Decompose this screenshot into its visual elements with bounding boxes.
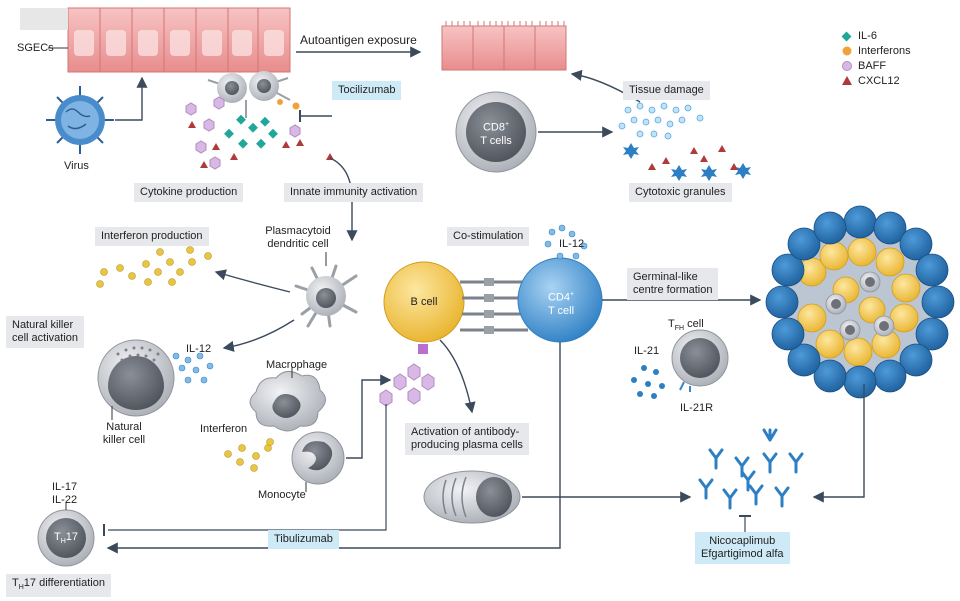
interferon-production-label: Interferon production [95, 227, 209, 246]
macrophage-label: Macrophage [266, 359, 328, 371]
cd4-label: CD4+T cell [547, 291, 575, 317]
il22-label: IL-22 [52, 494, 78, 506]
virus-arrow [115, 76, 148, 121]
natural-killer-cell [97, 339, 175, 420]
il21-dots [631, 365, 665, 399]
il21-label: IL-21 [634, 345, 660, 357]
th17-cell [37, 502, 95, 567]
monocyte [291, 431, 345, 492]
il17-label: IL-17 [52, 481, 78, 493]
germinal-centre-cluster [765, 205, 955, 399]
plasma-activation-arrow [439, 339, 476, 414]
interferon-label: Interferon [200, 423, 248, 435]
il12-left-label: IL-12 [186, 343, 212, 355]
germinal-antibody-arrow [812, 384, 865, 503]
sgecs-label: SGECs [17, 42, 54, 54]
tocilizumab-label: Tocilizumab [332, 81, 402, 100]
sgec-epithelium [20, 7, 291, 73]
legend-il6-icon [841, 31, 852, 42]
co-stimulation-label: Co-stimulation [447, 227, 530, 246]
cytotoxic-granules-label: Cytotoxic granules [629, 183, 732, 202]
plasma-cell [423, 470, 521, 524]
il12-arrow [222, 319, 295, 352]
legend-shapes [841, 31, 852, 85]
tibulizumab-label: Tibulizumab [268, 530, 339, 549]
cd8-tcell [455, 91, 537, 173]
legend-interferons-icon [842, 46, 852, 56]
baff-receptor [418, 344, 428, 354]
virus-label: Virus [64, 160, 89, 172]
il12-dots-left [166, 352, 214, 384]
cytotoxic-granules [618, 102, 751, 181]
monocyte-arrow [346, 374, 392, 459]
b-cell [383, 261, 465, 343]
plasma-activation-label: Activation of antibody-producing plasma … [405, 423, 529, 455]
plasmacytoid-dendritic-cell [294, 252, 358, 328]
virus-icon [46, 86, 114, 154]
legend-cxcl12-icon [842, 76, 852, 85]
cytokine-scatter [185, 96, 334, 170]
il21r-label: IL-21R [680, 402, 714, 414]
damaged-epithelium [441, 21, 567, 71]
interferon-arrow [214, 269, 291, 293]
monocyte-label: Monocyte [258, 489, 306, 501]
legend-interferons-label: Interferons [858, 45, 911, 57]
interferon-dots [96, 246, 212, 288]
antibody-icons [698, 428, 804, 510]
innate-immunity-label: Innate immunity activation [284, 183, 424, 202]
autoantigen-label: Autoantigen exposure [300, 33, 417, 47]
cd8-label: CD8+T cells [480, 121, 512, 147]
th17-differentiation-arrow [106, 342, 561, 554]
interferon-dots-lower [224, 438, 274, 472]
legend-cxcl12-label: CXCL12 [858, 75, 900, 87]
il12-top-label: IL-12 [559, 238, 585, 250]
legend-il6-label: IL-6 [858, 30, 877, 42]
legend-baff-icon [842, 61, 852, 71]
cytokine-production-label: Cytokine production [134, 183, 244, 202]
tfh-cell [671, 329, 729, 392]
tissue-damage-label: Tissue damage [623, 81, 710, 100]
co-stimulation-bridges [460, 278, 530, 334]
baff-hexagons [379, 363, 435, 407]
th17-cell-label: TH17 [53, 531, 79, 546]
macrophage [249, 366, 326, 432]
tfh-label: TFH cell [668, 318, 704, 333]
dendritic-cluster-icon [207, 71, 291, 118]
th17-differentiation-label: TH17 differentiation [6, 574, 111, 598]
legend-baff-label: BAFF [858, 60, 887, 72]
b-cell-label: B cell [410, 296, 438, 308]
il12-dots-top [544, 224, 588, 260]
tibulizumab-line [108, 404, 387, 531]
